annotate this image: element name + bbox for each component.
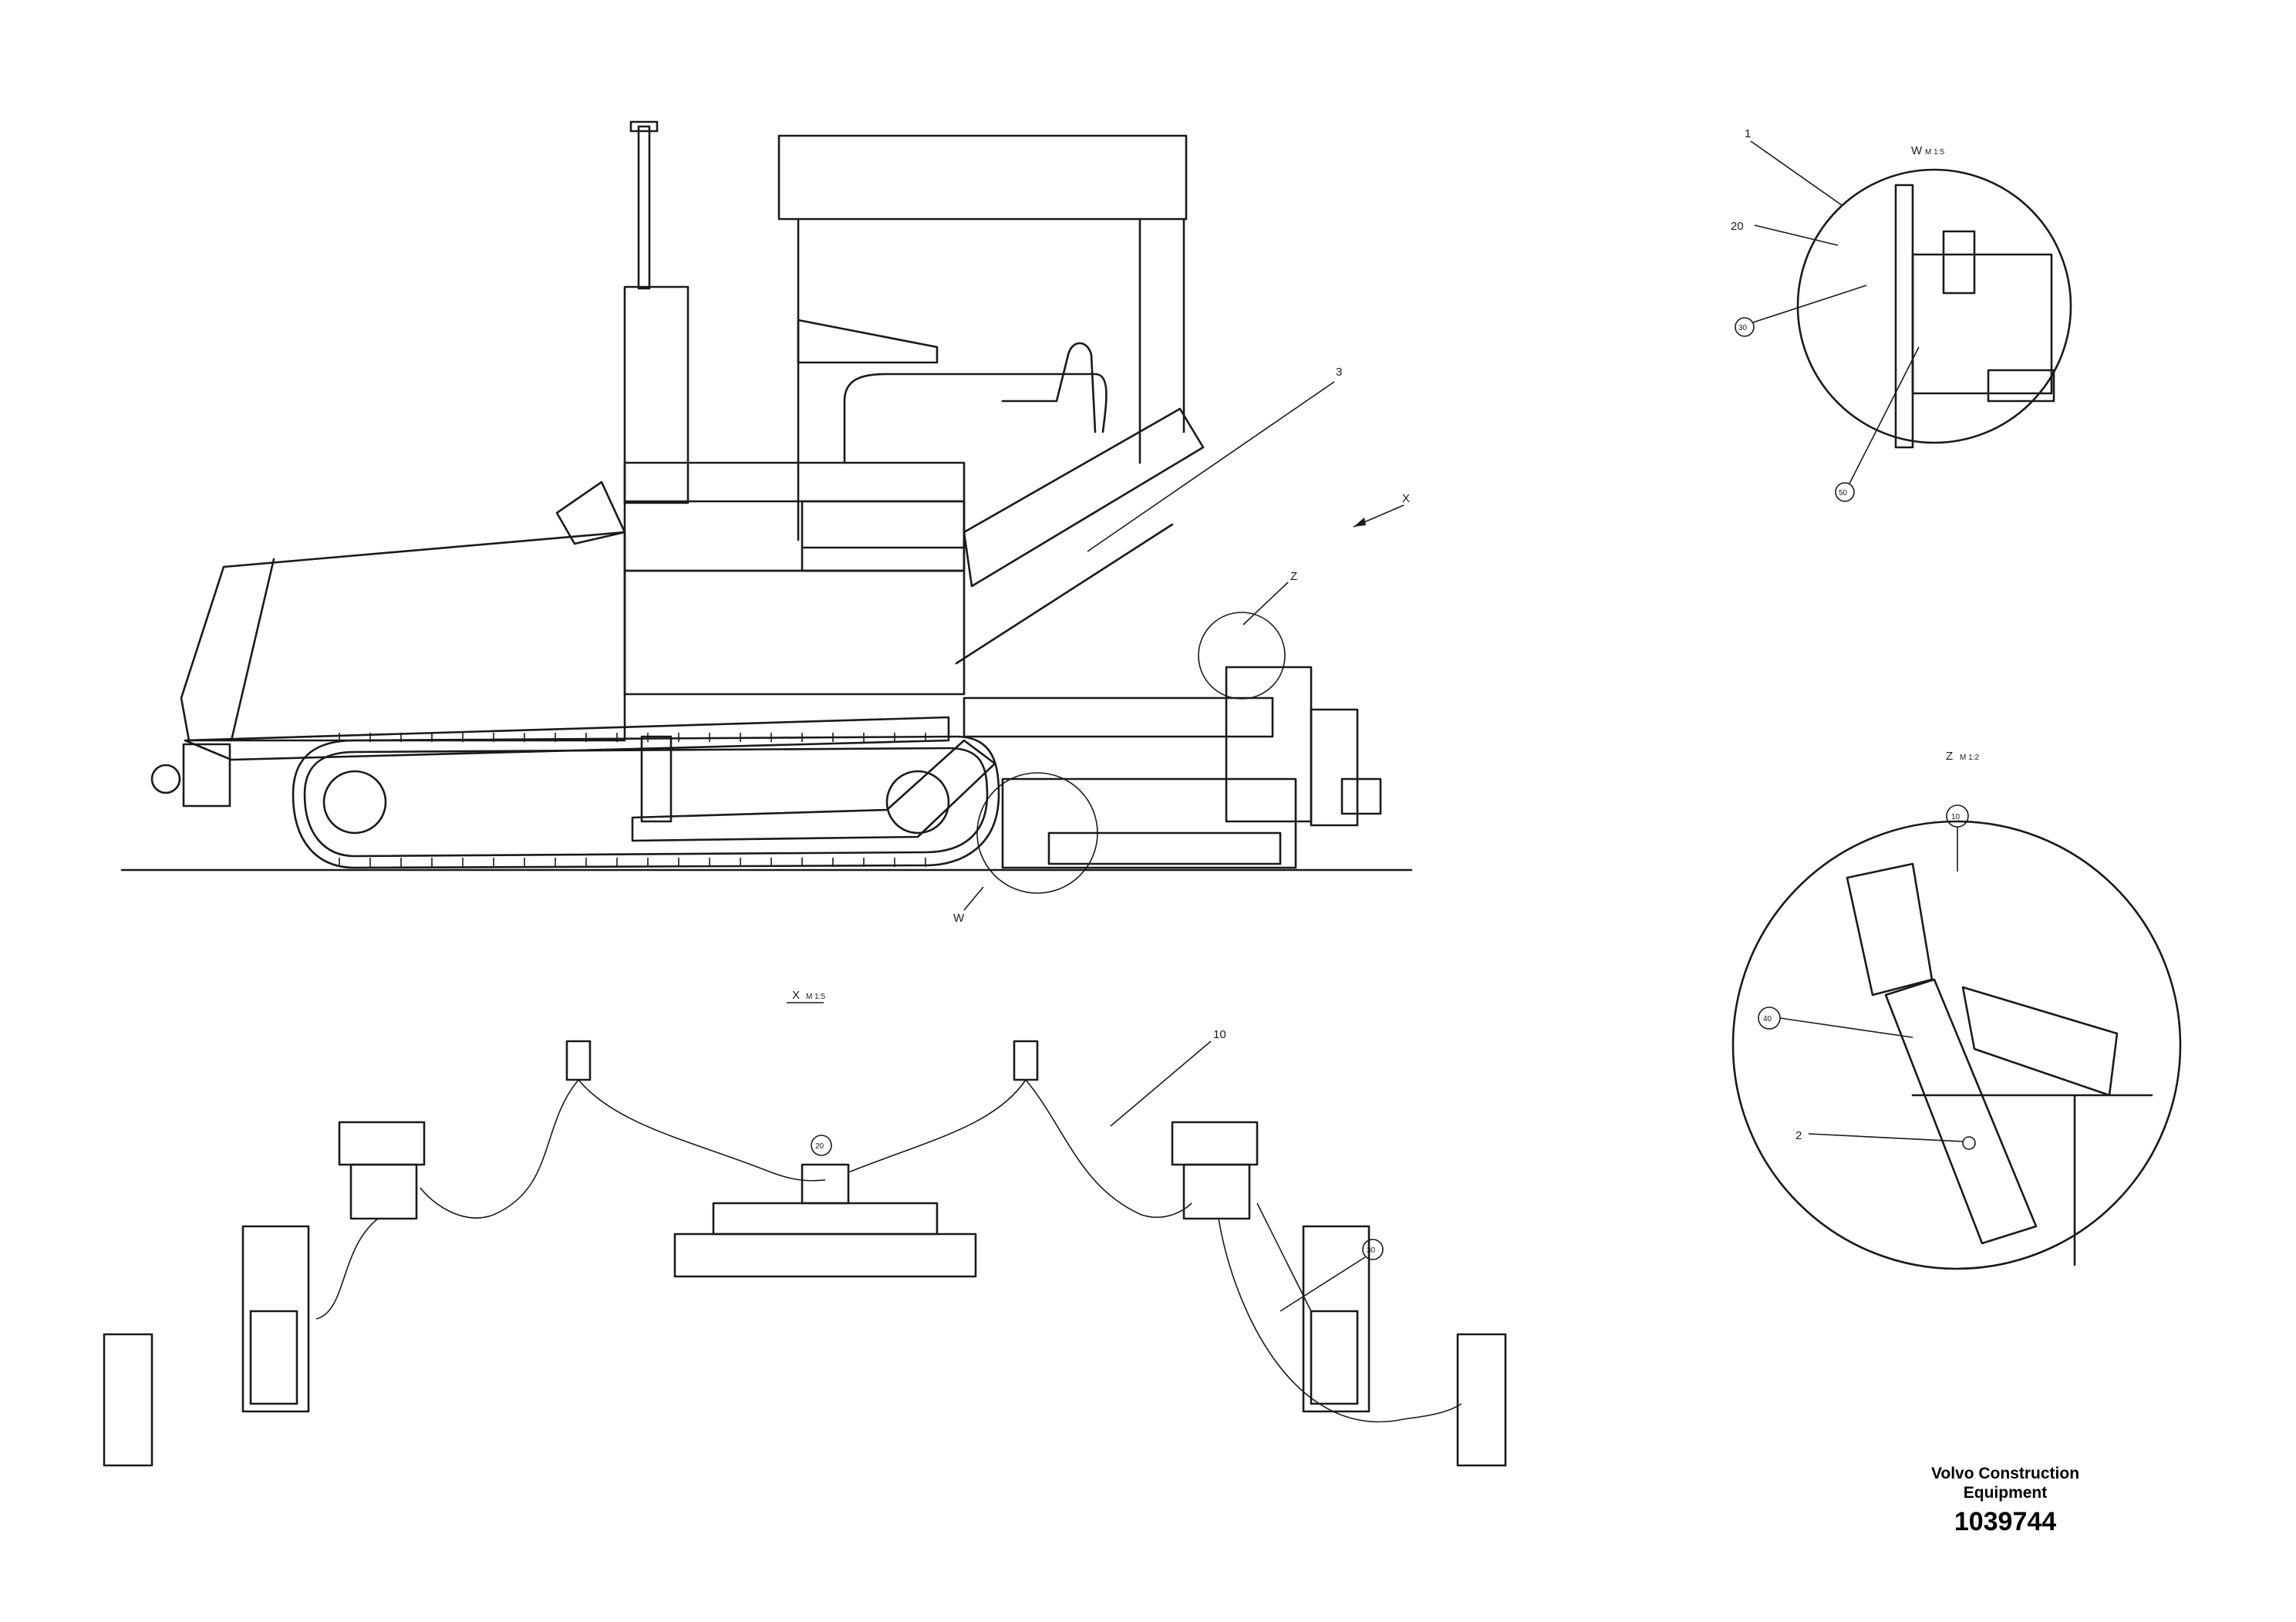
drawing-number: 1039744 <box>1954 1507 2057 1536</box>
callout-z: Z <box>1290 570 1297 583</box>
callout-w-50: 50 <box>1839 489 1848 497</box>
track-pads <box>339 733 926 867</box>
callout-z-10: 10 <box>1951 813 1961 821</box>
callout-x-10: 10 <box>1213 1028 1226 1041</box>
view-x-scale: M 1:5 <box>806 993 825 1001</box>
callout-w-30: 30 <box>1738 324 1748 332</box>
detail-w: W M 1:5 1 20 30 50 <box>1731 127 2072 502</box>
callout-x-arrow: X <box>1402 492 1410 505</box>
main-view-callouts: 3 X Z W <box>953 366 1410 925</box>
callout-z-40: 40 <box>1763 1015 1772 1023</box>
detail-z-letter: Z <box>1946 750 1953 763</box>
view-x-letter: X <box>792 989 800 1002</box>
detail-z-scale: M 1:2 <box>1960 754 1979 762</box>
callout-3: 3 <box>1336 366 1342 379</box>
title-block: Volvo Construction Equipment 1039744 <box>1882 1464 2129 1537</box>
detail-w-scale: M 1:5 <box>1925 148 1944 157</box>
callout-x-30: 30 <box>1367 1246 1376 1255</box>
company-name-line1: Volvo Construction <box>1930 1465 2080 1482</box>
callout-w-20: 20 <box>1731 220 1744 233</box>
callout-w: W <box>953 912 965 925</box>
company-name-line2: Equipment <box>1963 1484 2048 1502</box>
callout-w-1: 1 <box>1745 127 1751 140</box>
paver-side-view <box>120 120 1413 894</box>
callout-x-20: 20 <box>815 1142 824 1151</box>
view-x: X M 1:5 10 20 30 <box>103 989 1507 1467</box>
detail-w-letter: W <box>1911 144 1923 157</box>
detail-z: Z M 1:2 10 40 2 <box>1731 750 2182 1270</box>
callout-z-2: 2 <box>1795 1129 1802 1142</box>
